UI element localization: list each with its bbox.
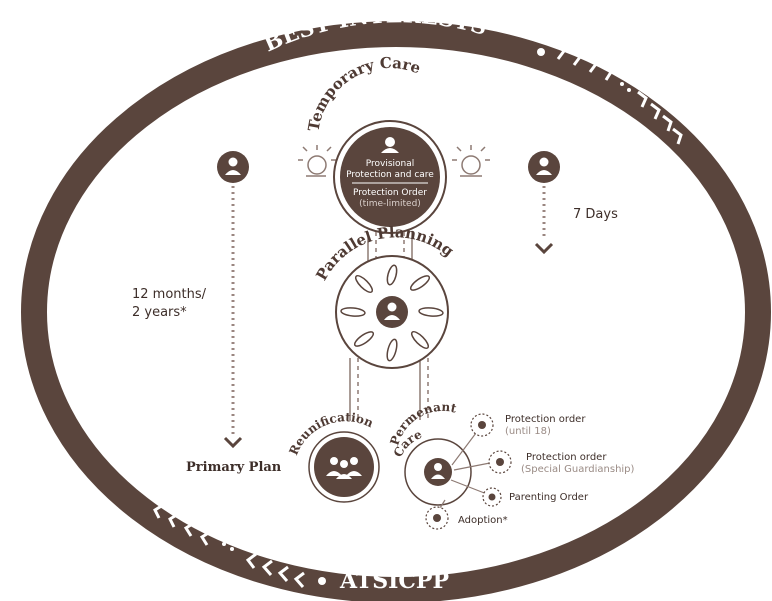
sun-icon (298, 145, 336, 177)
left-duration-line2: 2 years* (132, 305, 187, 320)
person-icon (381, 137, 399, 153)
chevron-icon (672, 127, 683, 145)
chevron-icon (199, 530, 211, 546)
right-duration-label: 7 Days (573, 207, 618, 222)
temporary-care-line4: (time-limited) (359, 199, 421, 209)
left-duration-line1: 12 months/ (132, 287, 207, 302)
chevron-icon (277, 565, 289, 582)
person-icon (376, 296, 408, 328)
option-4-label: Adoption* (458, 515, 508, 526)
person-icon (528, 151, 560, 183)
chevron-icon (650, 102, 661, 120)
option-2-label: Protection order (526, 452, 607, 463)
temporary-care: Temporary Care Provisional Protection an… (305, 54, 447, 234)
permanent-option-3: Parenting Order (482, 487, 589, 507)
chevron-icon (637, 90, 648, 108)
sun-icon (452, 145, 490, 177)
chevron-icon (153, 503, 164, 519)
person-icon (424, 458, 452, 486)
ring-bottom-label: ATSICPP (339, 568, 449, 594)
primary-plan-label: Primary Plan (186, 460, 282, 475)
chevron-icon (293, 571, 305, 588)
chevron-icon (602, 63, 613, 81)
chevron-down-icon (534, 242, 554, 255)
chevron-icon (587, 55, 599, 73)
option-3-label: Parenting Order (509, 492, 589, 503)
chevron-icon (261, 559, 273, 576)
chevron-icon (555, 42, 567, 60)
option-1-sub: (until 18) (505, 426, 551, 437)
top-chevrons (537, 42, 683, 145)
temporary-care-line3: Protection Order (353, 188, 427, 198)
permanent-option-4: Adoption* (425, 506, 508, 530)
chevron-icon (183, 521, 195, 537)
option-1-label: Protection order (505, 414, 586, 425)
chevron-icon (168, 512, 179, 528)
left-timeline: 12 months/ 2 years* Primary Plan (132, 151, 282, 475)
right-timeline: 7 Days (528, 151, 618, 255)
chevron-icon (662, 114, 673, 132)
temporary-care-line1: Provisional (366, 159, 415, 169)
permanent-option-2: Protection order (Special Guardianship) (488, 450, 635, 475)
chevron-icon (245, 552, 257, 569)
permanent-option-1: Protection order (until 18) (470, 413, 586, 437)
group-icon (326, 457, 362, 479)
chevron-icon (571, 48, 583, 66)
temporary-care-title: Temporary Care (305, 54, 423, 133)
person-icon (217, 151, 249, 183)
outer-ring (21, 21, 771, 601)
reunification: Reunification (286, 410, 380, 503)
chevron-down-icon (223, 436, 243, 449)
parallel-planning: Parallel Planning (312, 223, 458, 369)
bottom-chevrons (153, 503, 326, 588)
option-2-sub: (Special Guardianship) (521, 464, 635, 475)
temporary-care-line2: Protection and care (346, 170, 434, 180)
